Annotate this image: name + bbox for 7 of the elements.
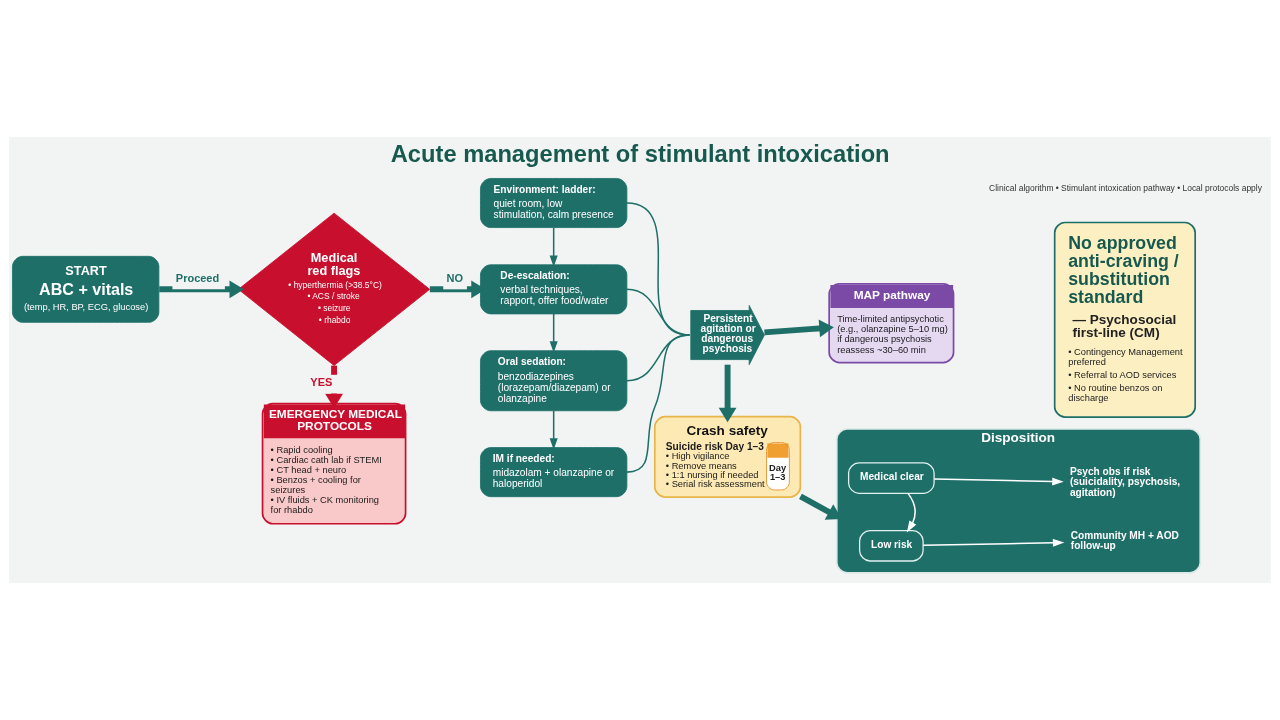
node-text: Psych obs if risk (suicidality, psychosis, agitation) [1069, 466, 1181, 498]
diagram-title: Acute management of stimulant intoxication [390, 140, 890, 167]
node-text: Community MH + AOD follow-up [1070, 529, 1179, 551]
edge-label: YES [310, 376, 333, 389]
edge-label: NO [446, 272, 464, 285]
edge-label: Proceed [175, 272, 220, 285]
label: Clinical algorithm • Stimulant intoxication pathway • Local protocols apply [989, 182, 1262, 193]
